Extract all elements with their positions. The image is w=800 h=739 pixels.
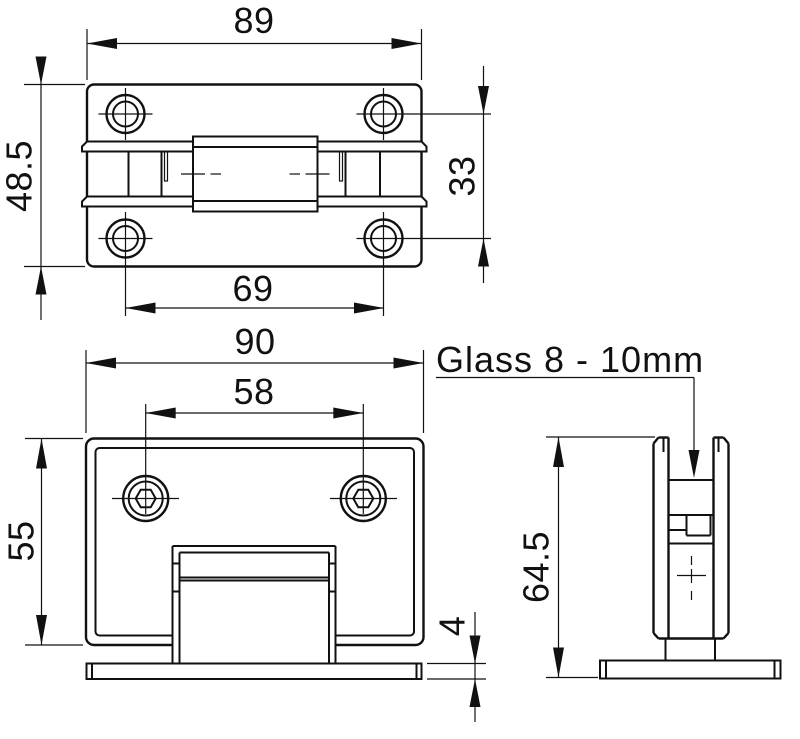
dim-front-width-label: 90: [234, 321, 275, 362]
dimension-hole-pitch-horizontal: 69: [125, 268, 384, 314]
front-view-base-plate: [85, 662, 423, 680]
side-view-pivot-centermark: [677, 556, 706, 600]
front-view-hinge-leaf: [172, 551, 336, 664]
pivot-centerline: [181, 163, 330, 185]
side-view: 64.5 Glass 8 - 10mm: [436, 339, 782, 680]
dimension-side-height: 64.5: [516, 436, 655, 679]
dimension-front-width: 90: [85, 321, 425, 433]
dim-plate-thickness-label: 4: [432, 616, 473, 637]
front-view: 90 58 55 4: [1, 321, 486, 722]
side-view-clamp-body: [652, 436, 730, 640]
side-view-jaw-lips: [662, 438, 720, 452]
top-view: 89 48.5 33 69: [0, 0, 491, 320]
dim-front-hole-pitch-label: 58: [233, 371, 274, 412]
top-view-barrel-lines: [127, 151, 381, 197]
side-view-base-plate: [599, 659, 782, 680]
glass-note-label: Glass 8 - 10mm: [436, 339, 704, 380]
dim-hole-pitch-horizontal-label: 69: [232, 268, 273, 309]
front-view-screw-centerlines: [112, 404, 397, 514]
top-view-pins: [163, 151, 344, 182]
dimension-front-hole-pitch: 58: [145, 371, 364, 419]
dimension-top-height: 48.5: [0, 56, 85, 320]
cutout-mask: [172, 546, 336, 664]
dimension-top-width: 89: [86, 0, 423, 80]
dimension-front-height: 55: [1, 437, 83, 646]
side-view-neck: [664, 638, 716, 661]
dimension-hole-pitch-vertical: 33: [442, 66, 489, 283]
dim-front-height-label: 55: [1, 520, 42, 561]
side-view-clamp-internals: [668, 479, 714, 545]
dimension-plate-thickness: 4: [427, 612, 486, 722]
dim-top-height-label: 48.5: [0, 140, 40, 212]
dim-top-width-label: 89: [233, 0, 274, 41]
dim-hole-pitch-vertical-label: 33: [442, 155, 483, 196]
front-view-cutout: [171, 545, 337, 664]
dim-side-height-label: 64.5: [516, 531, 557, 603]
glass-thickness-note: Glass 8 - 10mm: [436, 339, 704, 478]
top-view-screw-centerlines: [98, 88, 491, 316]
